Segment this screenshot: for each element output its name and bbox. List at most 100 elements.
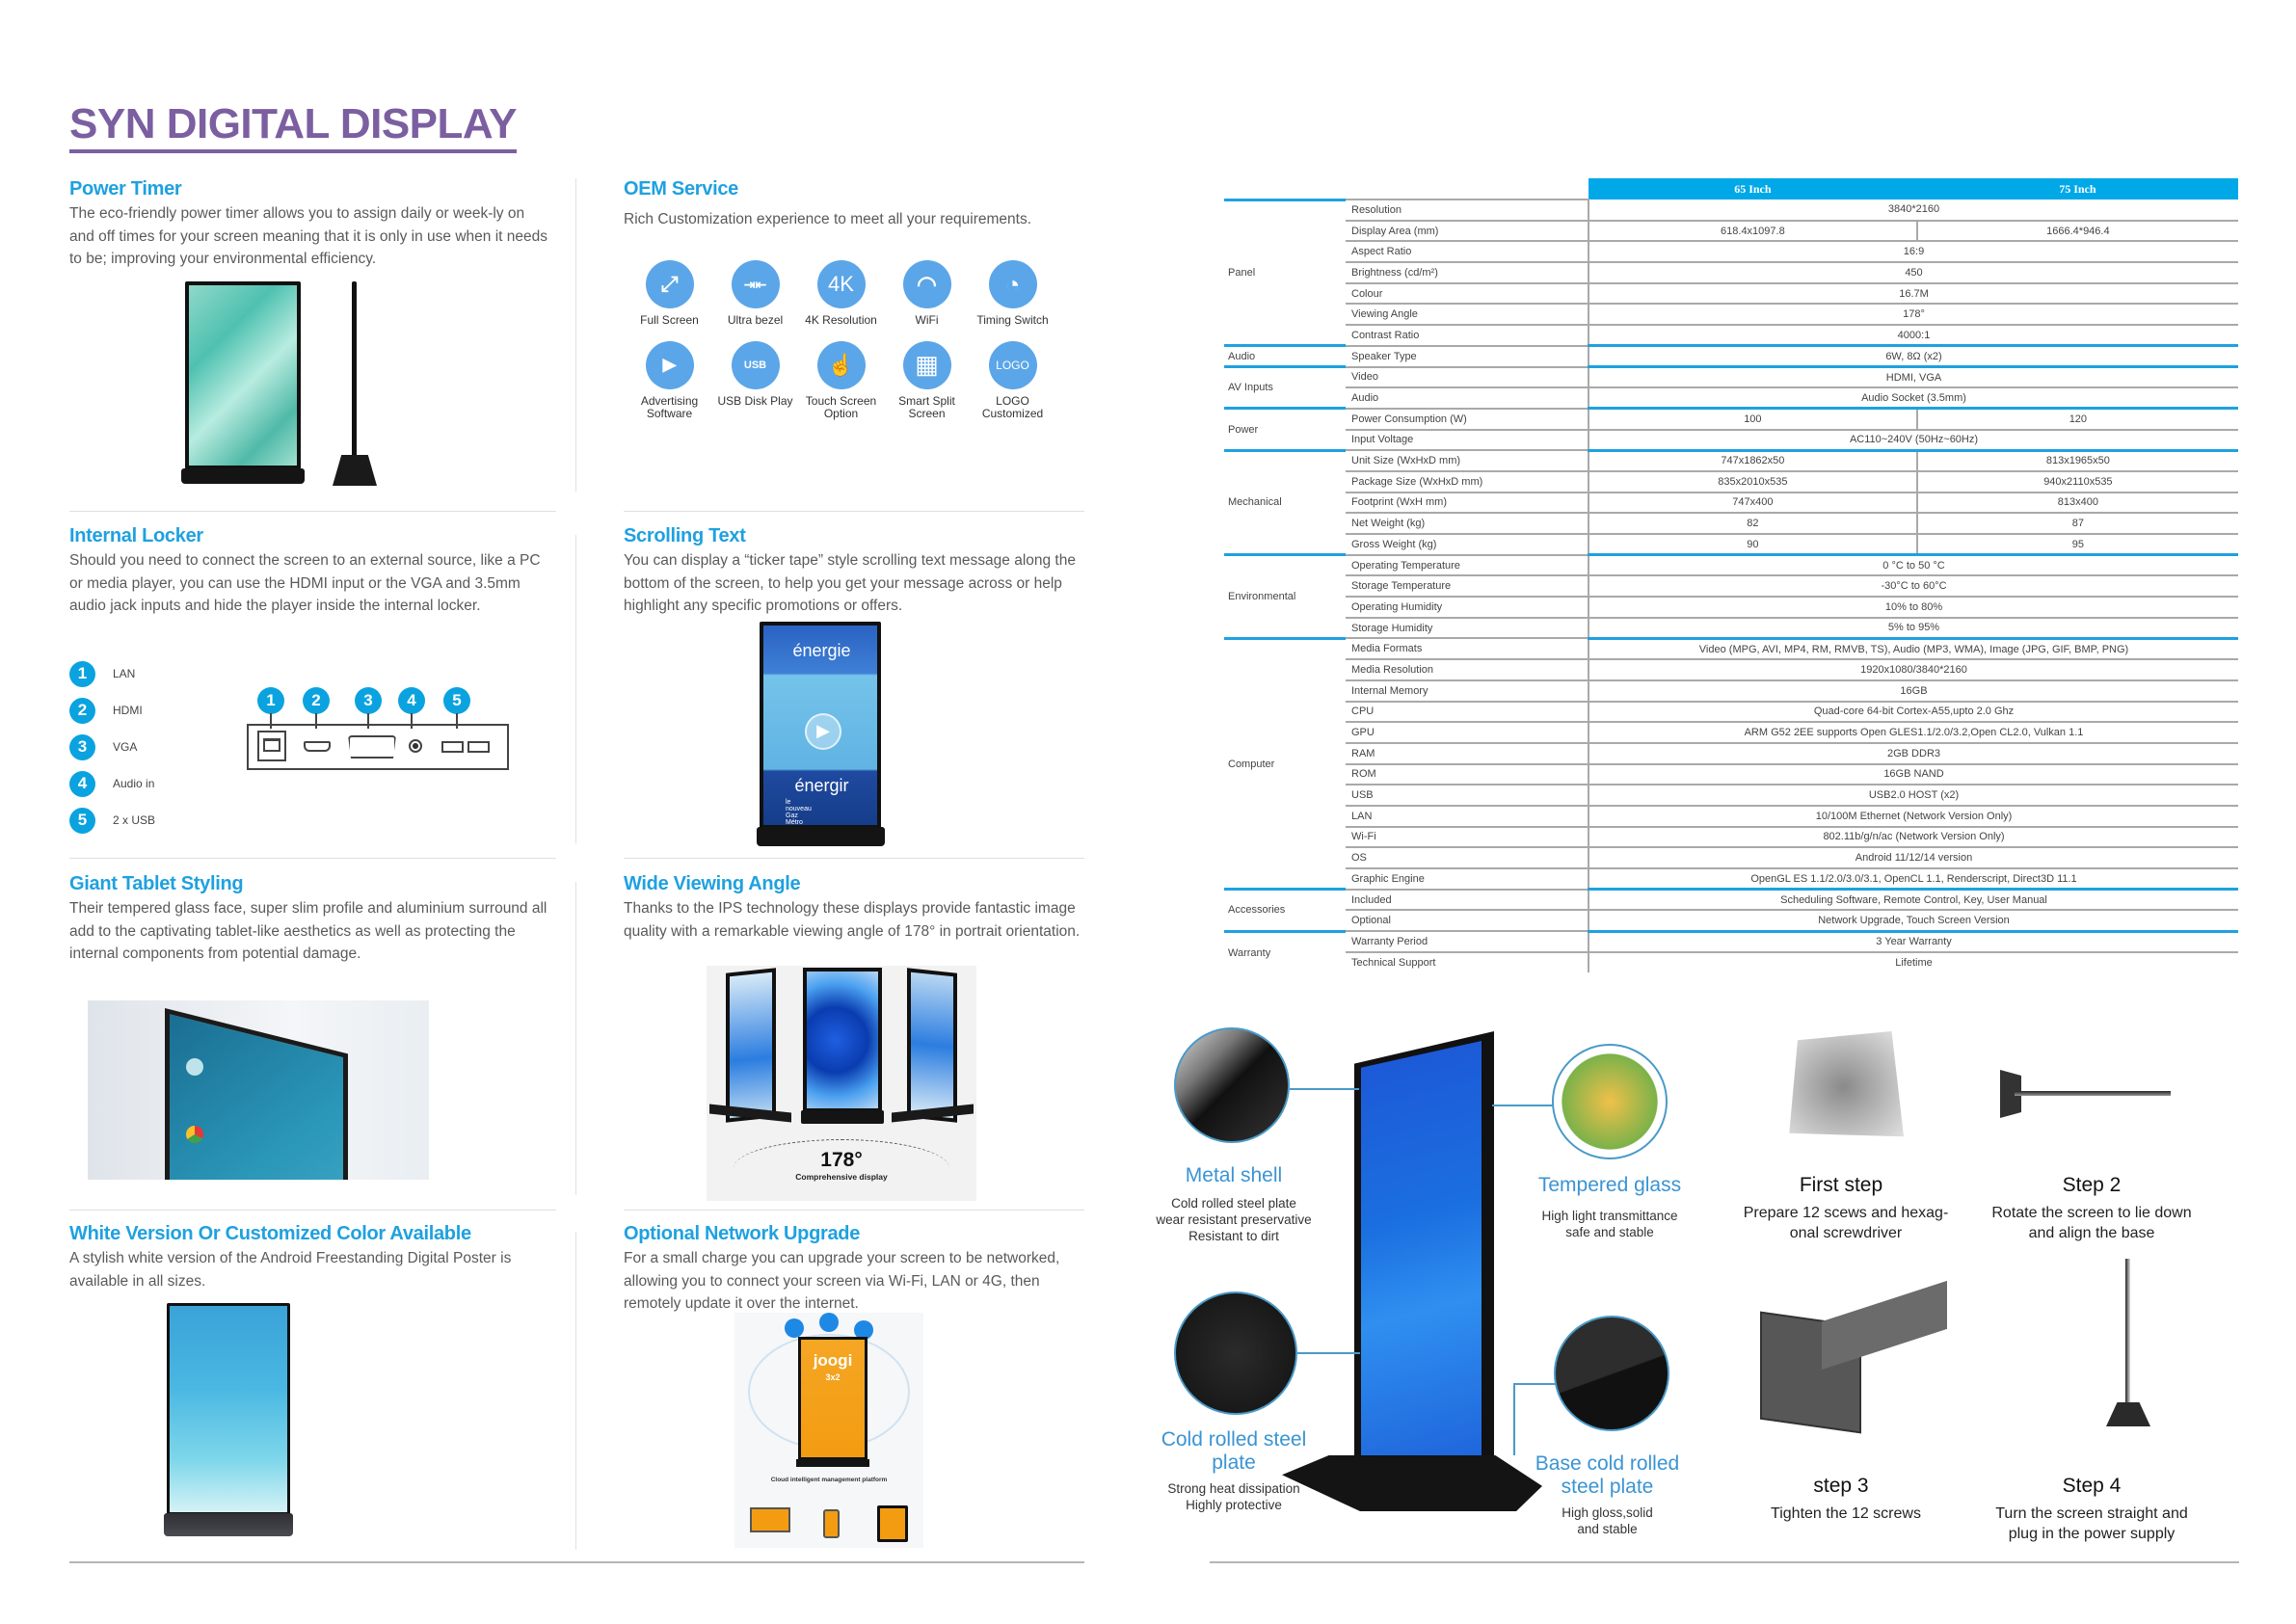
oem-item: ⇥⇤Ultra bezel [712,260,798,328]
step-text: Tighten the 12 screws [1771,1505,1921,1522]
row-divider [69,511,556,512]
section-body: You can display a “ticker tape” style sc… [624,552,1076,614]
spec-value: 82 [1589,513,1918,535]
screws-bag-image [1789,1031,1904,1137]
step-text: Prepare 12 scews and hexag-onal screwdri… [1743,1205,1949,1241]
spec-label: ROM [1346,763,1589,786]
tempered-glass-detail [1552,1044,1668,1159]
column-divider [575,882,576,1195]
audio-jack-icon [409,739,422,753]
spec-label: Resolution [1346,200,1589,222]
4k-icon: 4K [816,260,866,308]
spec-value: 178° [1589,304,2238,327]
spec-label: GPU [1346,722,1589,744]
spec-label: Media Formats [1346,637,1589,661]
spec-value: Scheduling Software, Remote Control, Key… [1589,888,2238,912]
app-icon [186,1058,203,1076]
category-cell: Computer [1224,636,1346,890]
kiosk-front-image [181,281,307,493]
section-title: Giant Tablet Styling [69,873,244,894]
spec-value: 16.7M [1589,282,2238,306]
usb-icon: USB [731,340,780,389]
spec-value: OpenGL ES 1.1/2.0/3.0/3.1, OpenCL 1.1, R… [1589,868,2238,891]
spec-value: AC110~240V (50Hz~60Hz) [1589,429,2238,452]
spec-value: ARM G52 2EE supports Open GLES1.1/2.0/3.… [1589,722,2238,744]
spec-value: 618.4x1097.8 [1589,220,1918,243]
port-badge-3: 3 [355,687,382,714]
spec-value: 813x1965x50 [1916,448,2238,472]
oem-item: ◔Timing Switch [970,260,1055,328]
category-cell: AV Inputs [1224,364,1346,409]
spec-label: Graphic Engine [1346,868,1589,891]
spec-label: Included [1346,888,1589,912]
spec-label: Speaker Type [1346,344,1589,368]
section-title: Scrolling Text [624,525,746,546]
spec-label: LAN [1346,805,1589,828]
spec-label: Contrast Ratio [1346,325,1589,347]
spec-value: 6W, 8Ω (x2) [1589,344,2238,368]
oem-label: Touch Screen Option [805,393,877,420]
spec-label: Aspect Ratio [1346,241,1589,264]
tablet-icon [877,1505,908,1542]
split-screen-icon: ▦ [902,340,951,389]
spec-label: Viewing Angle [1346,304,1589,327]
spec-label: Video [1346,365,1589,389]
usb-port-icon [441,741,464,753]
spec-label: Display Area (mm) [1346,220,1589,243]
section-giant-tablet: Giant Tablet Styling Their tempered glas… [69,872,551,966]
screen-bottom-text: énergir [794,776,849,795]
spec-value: Video (MPG, AVI, MP4, RM, RMVB, TS), Aud… [1589,636,2238,661]
oem-label: Smart Split Screen [898,393,955,420]
category-cell: Power [1224,407,1346,451]
chrome-icon [186,1126,203,1143]
oem-label: 4K Resolution [805,313,877,327]
cloud-icon [785,1318,804,1338]
oem-item: ☝Touch Screen Option [798,340,884,421]
section-body: Should you need to connect the screen to… [69,552,541,614]
legend-label: Audio in [113,777,155,790]
hdmi-port-icon [304,741,331,752]
spec-label: Audio [1346,387,1589,410]
spec-value: 1920x1080/3840*2160 [1589,659,2238,681]
play-icon[interactable]: ▶ [805,713,841,750]
oem-item: ▶Advertising Software [627,340,712,421]
oem-label: Timing Switch [976,313,1049,327]
feature-title: Tempered glass [1537,1174,1682,1196]
spec-label: Internal Memory [1346,679,1589,703]
port-badge-2: 2 [303,687,330,714]
spec-value: 747x400 [1589,492,1918,515]
category-cell: Mechanical [1224,448,1346,555]
number-badge: 5 [69,807,95,834]
spec-value: 5% to 95% [1589,617,2238,640]
row-divider [69,1210,556,1211]
row-divider [624,511,1084,512]
section-body: Their tempered glass face, super slim pr… [69,900,547,962]
oem-label: Advertising Software [640,393,699,420]
section-wide-viewing: Wide Viewing Angle Thanks to the IPS tec… [624,872,1084,943]
spec-value: 16GB [1589,679,2238,703]
spec-label: Storage Temperature [1346,575,1589,599]
table-row: Brightness (cd/m²)450 [1224,262,2238,284]
logo-icon: LOGO [988,340,1037,389]
viewing-angle-image: 178° Comprehensive display [707,966,976,1201]
port-badge-1: 1 [257,687,284,714]
category-cell: Accessories [1224,888,1346,932]
section-title: Internal Locker [69,525,203,546]
spec-label: Optional [1346,910,1589,933]
section-body: For a small charge you can upgrade your … [624,1250,1060,1312]
